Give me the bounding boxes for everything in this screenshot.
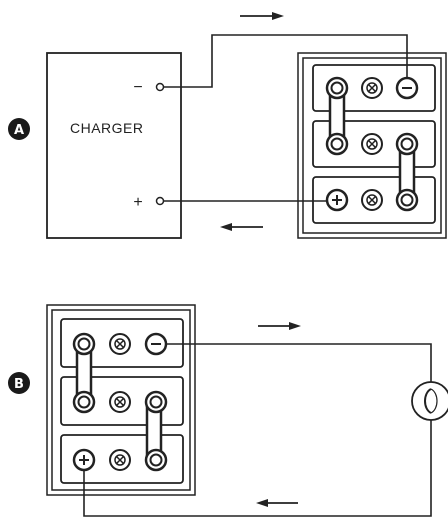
- charger-box: [46, 52, 182, 239]
- svg-text:B: B: [14, 377, 24, 392]
- battery-a: [297, 52, 447, 239]
- terminal-post-icon: [72, 332, 96, 356]
- arrow-icon: [240, 12, 284, 20]
- vent-cap-icon: [109, 449, 131, 471]
- terminal-post-icon: [325, 132, 349, 156]
- positive-terminal-icon: [325, 188, 349, 212]
- panel-a: A CHARGER − +: [8, 12, 447, 239]
- arrow-icon: [256, 499, 298, 507]
- terminal-post-icon: [395, 132, 419, 156]
- arrow-icon: [258, 322, 301, 330]
- negative-terminal-icon: [395, 76, 419, 100]
- charger-label: CHARGER: [70, 120, 144, 136]
- charger-positive-terminal: [155, 196, 165, 206]
- badge-b: B: [8, 372, 30, 394]
- negative-terminal-icon: [144, 332, 168, 356]
- arrow-icon: [220, 223, 263, 231]
- wire-negative-b: [166, 343, 432, 382]
- terminal-post-icon: [144, 390, 168, 414]
- terminal-post-icon: [325, 76, 349, 100]
- vent-cap-icon: [361, 77, 383, 99]
- terminal-post-icon: [72, 390, 96, 414]
- vent-cap-icon: [109, 333, 131, 355]
- positive-terminal-icon: [72, 448, 96, 472]
- terminal-post-icon: [395, 188, 419, 212]
- vent-cap-icon: [361, 133, 383, 155]
- vent-cap-icon: [109, 391, 131, 413]
- vent-cap-icon: [361, 189, 383, 211]
- panel-b: B: [8, 304, 448, 517]
- battery-b: [46, 304, 196, 496]
- wire-negative-a: [164, 34, 408, 88]
- svg-text:A: A: [14, 123, 24, 138]
- lamp-icon: [411, 381, 448, 421]
- terminal-post-icon: [144, 448, 168, 472]
- badge-a: A: [8, 118, 30, 140]
- charger-negative-terminal: [155, 82, 165, 92]
- wire-positive-b: [83, 420, 432, 517]
- charger-plus-symbol: +: [133, 194, 142, 211]
- charger-minus-symbol: −: [133, 79, 142, 96]
